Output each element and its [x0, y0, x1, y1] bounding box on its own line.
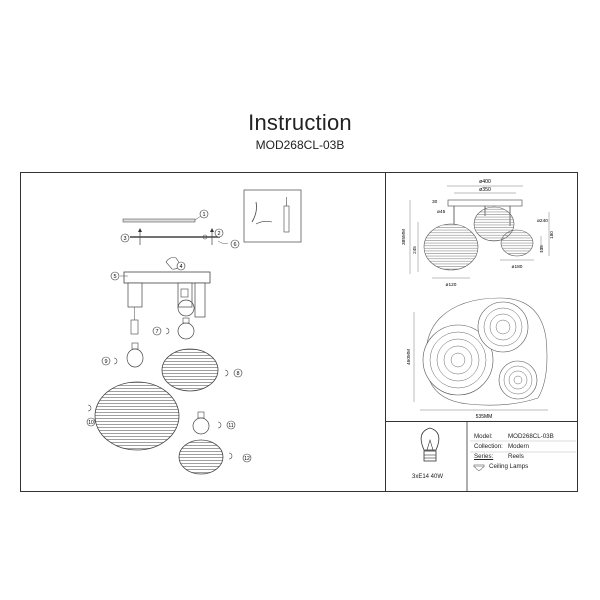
svg-text:30: 30	[432, 199, 438, 205]
step-6-callout: 6	[217, 239, 240, 249]
series-value: Reels	[508, 453, 524, 460]
wiring-detail	[243, 189, 302, 243]
ceiling-lamp-icon	[473, 464, 485, 471]
mounting-bracket	[130, 228, 220, 245]
svg-text:3: 3	[123, 236, 126, 242]
svg-text:245: 245	[412, 246, 417, 254]
side-view: ø400 ø350 30 ø45 385MM 245 ø120 ø180 ø24…	[401, 179, 554, 288]
svg-text:ø120: ø120	[446, 282, 457, 288]
svg-text:ø180: ø180	[512, 264, 523, 270]
svg-text:135: 135	[539, 245, 544, 253]
svg-text:ø240: ø240	[537, 218, 548, 224]
svg-text:385MM: 385MM	[401, 229, 407, 245]
svg-text:ø45: ø45	[437, 209, 446, 215]
shade-large	[94, 381, 180, 451]
svg-text:460MM: 460MM	[406, 349, 412, 365]
product-info-block	[420, 422, 576, 491]
svg-text:ø400: ø400	[479, 179, 491, 185]
step-1-callout: 1	[199, 209, 209, 219]
instruction-frame	[20, 172, 578, 492]
svg-text:7: 7	[155, 329, 158, 335]
bulb-9	[126, 342, 144, 368]
category-value: Ceiling Lamps	[489, 463, 529, 470]
panel-divider-horizontal	[385, 421, 578, 422]
document-title: Instruction	[248, 110, 352, 135]
model-value: MOD268CL-03B	[508, 433, 554, 440]
step-4-callout: 4	[176, 261, 186, 271]
series-label: Series:	[474, 453, 494, 460]
panel-divider-vertical	[385, 172, 386, 492]
step-3-callout: 3	[120, 233, 130, 243]
svg-text:11: 11	[228, 423, 233, 429]
svg-text:12: 12	[244, 456, 250, 462]
bulb-icon	[420, 427, 440, 462]
step-5-callout: 5	[110, 271, 128, 281]
shade-small	[178, 439, 224, 475]
bulb-11	[192, 411, 210, 435]
fixture-bar	[123, 271, 211, 335]
model-label: Model:	[474, 433, 493, 440]
dimension-drawings: ø400 ø350 30 ø45 385MM 245 ø120 ø180 ø24…	[401, 179, 554, 420]
svg-text:180: 180	[549, 231, 554, 239]
step-8-callout: 8	[224, 368, 243, 378]
bottom-view: 460MM 535MM	[406, 297, 548, 420]
bulb-spec: 3xE14 40W	[412, 474, 444, 480]
svg-text:2: 2	[217, 231, 220, 237]
bulb-7	[177, 299, 195, 340]
svg-text:4: 4	[179, 264, 182, 270]
svg-text:8: 8	[236, 371, 239, 377]
ceiling-plate	[122, 215, 202, 223]
svg-text:ø350: ø350	[479, 187, 491, 193]
collection-value: Modern	[508, 443, 529, 450]
step-10-callout: 10	[86, 404, 96, 427]
step-12-callout: 12	[228, 452, 252, 463]
step-2-callout: 2	[214, 228, 224, 238]
model-code: MOD268CL-03B	[255, 138, 345, 152]
step-7-callout: 7	[152, 326, 170, 336]
collection-label: Collection:	[474, 443, 503, 450]
step-9-callout: 9	[101, 356, 118, 366]
shade-medium	[161, 348, 219, 392]
svg-text:9: 9	[104, 359, 107, 365]
svg-text:10: 10	[88, 420, 94, 426]
svg-text:6: 6	[233, 242, 236, 248]
svg-text:1: 1	[202, 212, 205, 218]
svg-text:5: 5	[113, 274, 116, 280]
step-11-callout: 11	[217, 420, 236, 430]
svg-text:535MM: 535MM	[476, 414, 493, 420]
assembly-diagram: 1 3 2 6 4	[86, 189, 302, 475]
